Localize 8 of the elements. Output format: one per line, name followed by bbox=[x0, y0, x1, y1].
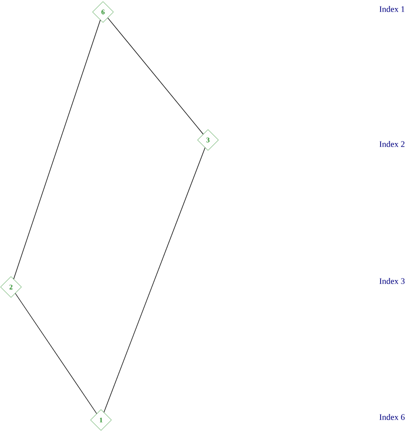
edge-line bbox=[13, 20, 101, 280]
index-label: Index 3 bbox=[380, 278, 405, 284]
index-label: Index 1 bbox=[380, 6, 404, 12]
index-label: Index 2 bbox=[380, 141, 404, 147]
edge-line bbox=[104, 147, 206, 413]
edge-line bbox=[15, 293, 97, 414]
edge-line bbox=[108, 18, 204, 134]
index-label: Index 6 bbox=[380, 414, 405, 420]
